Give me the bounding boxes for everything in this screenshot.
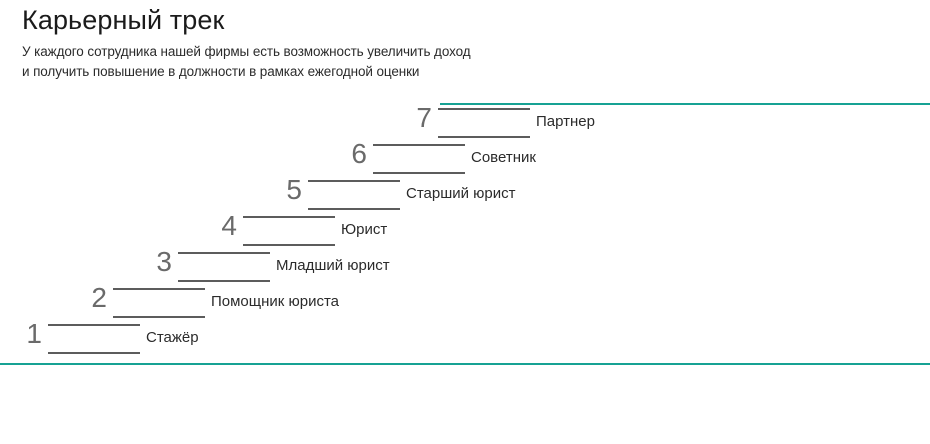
step-base-line <box>243 244 335 246</box>
step-number: 7 <box>416 102 432 133</box>
subtitle-line-1: У каждого сотрудника нашей фирмы есть во… <box>22 44 471 59</box>
step-tread-line <box>113 288 205 290</box>
step-base-line <box>373 172 465 174</box>
step-base-line <box>308 208 400 210</box>
step-number: 4 <box>221 210 237 241</box>
step-number: 2 <box>91 282 107 313</box>
header: Карьерный трек У каждого сотрудника наше… <box>22 4 902 82</box>
step-number: 1 <box>26 318 42 349</box>
step-label: Младший юрист <box>276 257 390 274</box>
step-label: Партнер <box>536 113 595 130</box>
step-tread-line <box>373 144 465 146</box>
step-tread-line <box>438 108 530 110</box>
step-label: Старший юрист <box>406 185 516 202</box>
step-label: Советник <box>471 149 536 166</box>
step-number: 3 <box>156 246 172 277</box>
step-label: Стажёр <box>146 329 199 346</box>
step-number: 6 <box>351 138 367 169</box>
step-tread-line <box>48 324 140 326</box>
step-tread-line <box>308 180 400 182</box>
step-base-line <box>113 316 205 318</box>
step-base-line <box>438 136 530 138</box>
accent-rule-top <box>440 103 930 105</box>
step-label: Юрист <box>341 221 388 238</box>
step-tread-line <box>178 252 270 254</box>
accent-rule-bottom <box>0 363 930 365</box>
page-title: Карьерный трек <box>22 5 225 35</box>
step-base-line <box>178 280 270 282</box>
step-label: Помощник юриста <box>211 293 340 310</box>
step-number: 5 <box>286 174 302 205</box>
step-tread-line <box>243 216 335 218</box>
subtitle-line-2: и получить повышение в должности в рамка… <box>22 64 420 79</box>
step-base-line <box>48 352 140 354</box>
